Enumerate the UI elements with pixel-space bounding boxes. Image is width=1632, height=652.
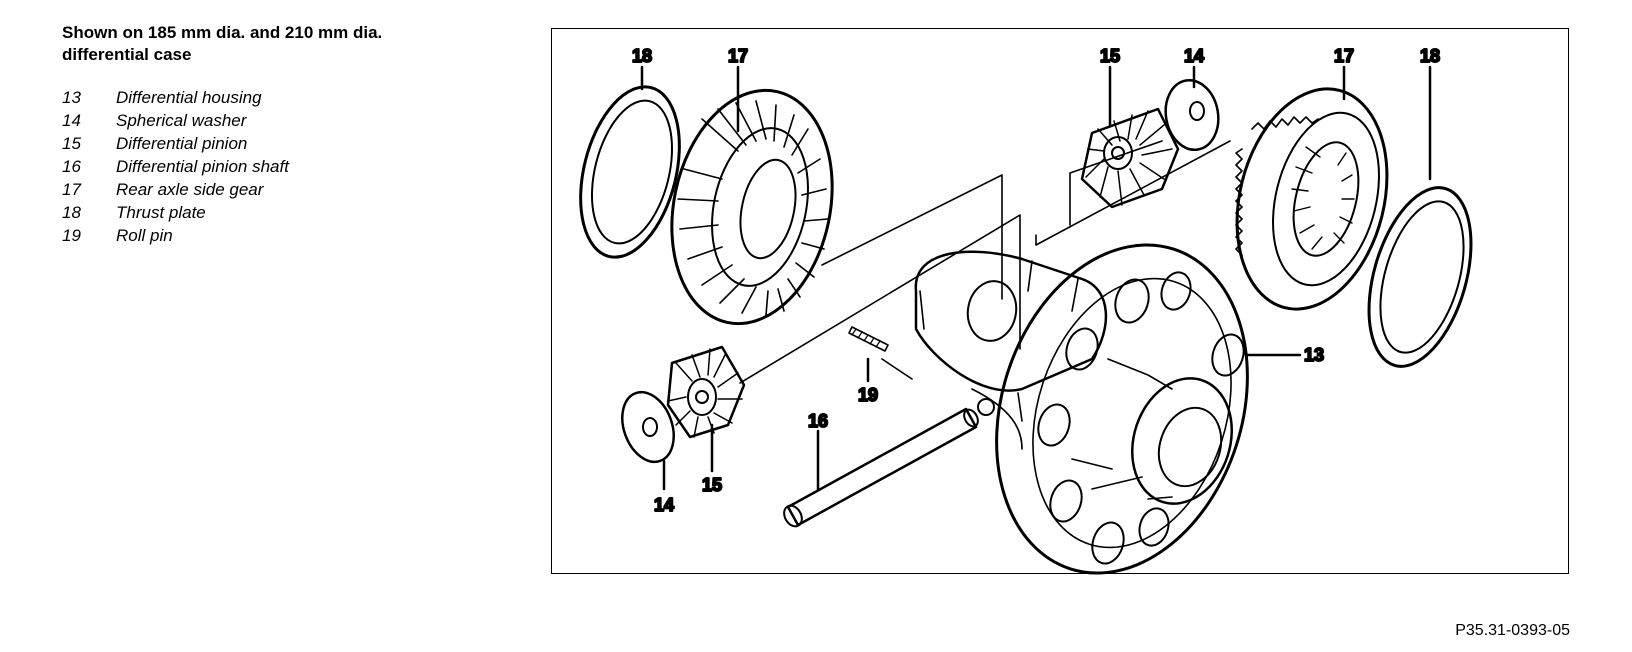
legend-label: Thrust plate — [116, 203, 206, 222]
thrust-plate-left — [579, 85, 681, 259]
callout-14-bottom: 14 — [654, 495, 674, 515]
heading-line-1: Shown on 185 mm dia. and 210 mm dia. — [62, 23, 383, 42]
callout-17-left: 17 — [728, 46, 748, 66]
legend-item: 15 Differential pinion — [62, 132, 532, 155]
legend-label: Spherical washer — [116, 111, 247, 130]
callout-18-right: 18 — [1420, 46, 1440, 66]
parts-legend: 13 Differential housing 14 Spherical washe… — [62, 86, 532, 247]
callout-13: 13 — [1304, 345, 1324, 365]
legend-number: 13 — [62, 88, 81, 107]
side-gear-left — [670, 88, 834, 326]
pinion-top — [1080, 107, 1180, 209]
legend-label: Differential pinion — [116, 134, 248, 153]
differential-pinion-shaft — [783, 407, 979, 528]
legend-panel: Shown on 185 mm dia. and 210 mm dia. dif… — [62, 22, 532, 247]
legend-label: Rear axle side gear — [116, 180, 264, 199]
callout-15-bottom: 15 — [702, 475, 722, 495]
exploded-view-figure: 18 17 15 14 17 18 13 19 16 14 15 — [551, 28, 1569, 575]
legend-number: 17 — [62, 180, 81, 199]
side-gear-right — [1235, 87, 1389, 311]
thrust-plate-right — [1367, 186, 1473, 368]
roll-pin — [848, 326, 889, 352]
callout-17-right: 17 — [1334, 46, 1354, 66]
legend-number: 16 — [62, 157, 81, 176]
legend-item: 19 Roll pin — [62, 224, 532, 247]
legend-label: Roll pin — [116, 226, 173, 245]
callout-19: 19 — [858, 385, 878, 405]
legend-item: 13 Differential housing — [62, 86, 532, 109]
callout-15-top: 15 — [1100, 46, 1120, 66]
legend-number: 18 — [62, 203, 81, 222]
spherical-washer-top — [1164, 78, 1220, 152]
legend-number: 19 — [62, 226, 81, 245]
legend-item: 16 Differential pinion shaft — [62, 155, 532, 178]
differential-exploded-drawing: 18 17 15 14 17 18 13 19 16 14 15 — [579, 45, 1473, 575]
callout-14-top: 14 — [1184, 46, 1204, 66]
legend-label: Differential housing — [116, 88, 262, 107]
legend-item: 18 Thrust plate — [62, 201, 532, 224]
assembly-guide-lines — [739, 140, 1231, 384]
legend-label: Differential pinion shaft — [116, 157, 289, 176]
legend-number: 15 — [62, 134, 81, 153]
legend-number: 14 — [62, 111, 81, 130]
figure-heading: Shown on 185 mm dia. and 210 mm dia. dif… — [62, 22, 532, 66]
legend-item: 17 Rear axle side gear — [62, 178, 532, 201]
pinion-bottom — [666, 345, 746, 439]
figure-code: P35.31-0393-05 — [1455, 622, 1570, 639]
callout-leaders — [640, 65, 1432, 491]
legend-item: 14 Spherical washer — [62, 109, 532, 132]
differential-housing — [914, 243, 1249, 575]
spherical-washer-bottom — [621, 390, 675, 464]
heading-line-2: differential case — [62, 45, 192, 64]
callout-18-left: 18 — [632, 46, 652, 66]
callout-16: 16 — [808, 411, 828, 431]
